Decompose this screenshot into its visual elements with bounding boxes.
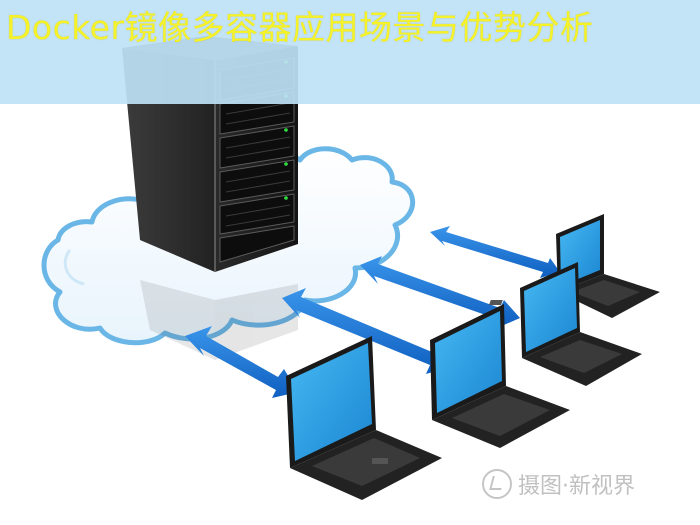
camera-logo-icon xyxy=(482,469,512,499)
laptop-icon xyxy=(520,262,642,386)
title-band xyxy=(0,0,700,104)
double-arrow-icon xyxy=(185,326,298,398)
watermark-text: 摄图·新视界 xyxy=(518,474,635,499)
double-arrow-icon xyxy=(282,288,452,374)
watermark: 摄图·新视界 xyxy=(482,468,635,500)
laptop-icon xyxy=(430,304,570,448)
double-arrow-icon xyxy=(430,226,560,278)
page-title: Docker镜像多容器应用场景与优势分析 xyxy=(6,8,594,47)
double-arrow-icon xyxy=(360,256,520,328)
laptop-icon xyxy=(286,336,442,500)
